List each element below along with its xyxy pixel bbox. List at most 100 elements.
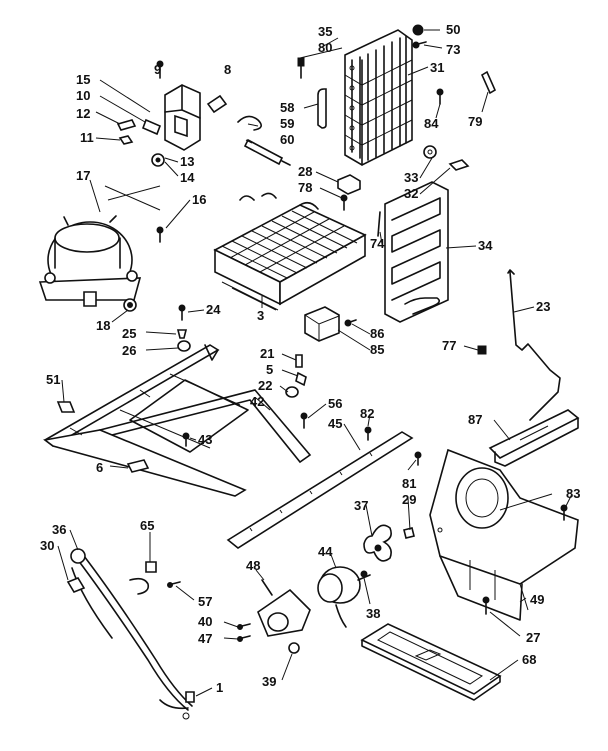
label-5: 5 bbox=[266, 362, 273, 377]
screw-24 bbox=[178, 304, 186, 321]
label-9: 9 bbox=[154, 62, 161, 77]
part-85 bbox=[304, 306, 340, 342]
screw-81 bbox=[414, 451, 422, 466]
fan-motor-44 bbox=[317, 566, 371, 628]
label-49: 49 bbox=[530, 592, 544, 607]
label-6: 6 bbox=[96, 460, 103, 475]
label-26: 26 bbox=[122, 343, 136, 358]
label-36: 36 bbox=[52, 522, 66, 537]
part-10 bbox=[141, 118, 162, 136]
clip-8 bbox=[206, 94, 228, 114]
bracket-58 bbox=[317, 88, 327, 129]
label-40: 40 bbox=[198, 614, 212, 629]
label-60: 60 bbox=[280, 132, 294, 147]
part-14 bbox=[151, 153, 165, 167]
label-16: 16 bbox=[192, 192, 206, 207]
label-84: 84 bbox=[424, 116, 439, 131]
fan-bracket bbox=[429, 448, 579, 621]
relay-assembly bbox=[156, 60, 201, 151]
drier-60 bbox=[237, 115, 291, 166]
label-68: 68 bbox=[522, 652, 536, 667]
label-12: 12 bbox=[76, 106, 90, 121]
part-6 bbox=[126, 459, 150, 473]
screw-78 bbox=[340, 194, 348, 211]
clip-77 bbox=[477, 345, 487, 355]
screw-86 bbox=[344, 319, 357, 327]
part-25 bbox=[176, 329, 188, 339]
label-77: 77 bbox=[442, 338, 456, 353]
label-79: 79 bbox=[468, 114, 482, 129]
label-8: 8 bbox=[224, 62, 231, 77]
label-11: 11 bbox=[80, 130, 94, 145]
label-42: 42 bbox=[250, 394, 264, 409]
label-81: 81 bbox=[402, 476, 416, 491]
label-21: 21 bbox=[260, 346, 274, 361]
label-37: 37 bbox=[354, 498, 368, 513]
label-24: 24 bbox=[206, 302, 221, 317]
compressor bbox=[38, 215, 142, 307]
screw-73 bbox=[412, 41, 427, 49]
label-57: 57 bbox=[198, 594, 212, 609]
screw-43 bbox=[182, 432, 190, 447]
label-43: 43 bbox=[198, 432, 212, 447]
drip-tray-68 bbox=[360, 623, 502, 701]
label-80: 80 bbox=[318, 40, 332, 55]
part-21 bbox=[295, 354, 303, 368]
label-32: 32 bbox=[404, 186, 418, 201]
label-59: 59 bbox=[280, 116, 294, 131]
label-15: 15 bbox=[76, 72, 90, 87]
label-13: 13 bbox=[180, 154, 194, 169]
screw-47 bbox=[237, 635, 251, 642]
label-35: 35 bbox=[318, 24, 332, 39]
tube-79 bbox=[480, 70, 497, 95]
label-86: 86 bbox=[370, 326, 384, 341]
label-30: 30 bbox=[40, 538, 54, 553]
clip-51 bbox=[56, 401, 76, 413]
part-22 bbox=[285, 386, 299, 398]
label-82: 82 bbox=[360, 406, 374, 421]
label-23: 23 bbox=[536, 299, 550, 314]
label-56: 56 bbox=[328, 396, 342, 411]
label-50: 50 bbox=[446, 22, 460, 37]
label-73: 73 bbox=[446, 42, 460, 57]
part-38 bbox=[360, 570, 368, 578]
label-27: 27 bbox=[526, 630, 540, 645]
label-44: 44 bbox=[318, 544, 333, 559]
screw-35 bbox=[297, 57, 305, 79]
clip-32 bbox=[448, 159, 470, 171]
label-87: 87 bbox=[468, 412, 482, 427]
label-31: 31 bbox=[430, 60, 444, 75]
screw-27 bbox=[482, 596, 490, 615]
part-28 bbox=[337, 174, 361, 195]
grommet-18 bbox=[123, 298, 137, 312]
screw-40 bbox=[237, 623, 251, 630]
drain-pan-87 bbox=[488, 409, 580, 467]
label-38: 38 bbox=[366, 606, 380, 621]
label-14: 14 bbox=[180, 170, 195, 185]
grommet-26 bbox=[177, 340, 191, 352]
label-83: 83 bbox=[566, 486, 580, 501]
condenser bbox=[344, 29, 413, 166]
grommet-50 bbox=[412, 24, 424, 36]
wire-harness bbox=[66, 548, 195, 720]
label-29: 29 bbox=[402, 492, 416, 507]
label-3: 3 bbox=[257, 308, 264, 323]
label-33: 33 bbox=[404, 170, 418, 185]
label-48: 48 bbox=[246, 558, 260, 573]
part-11 bbox=[118, 135, 134, 145]
label-65: 65 bbox=[140, 518, 154, 533]
label-22: 22 bbox=[258, 378, 272, 393]
label-74: 74 bbox=[370, 236, 385, 251]
grommet-39 bbox=[288, 642, 300, 654]
capacitor-12 bbox=[116, 119, 137, 131]
evaporator bbox=[213, 192, 367, 311]
part-29 bbox=[403, 527, 415, 539]
label-47: 47 bbox=[198, 631, 212, 646]
screw-84 bbox=[436, 88, 444, 105]
part-labels: 35 80 50 73 9 8 15 10 12 11 13 14 58 59 … bbox=[40, 22, 580, 695]
part-5 bbox=[295, 371, 307, 387]
label-25: 25 bbox=[122, 326, 136, 341]
label-58: 58 bbox=[280, 100, 294, 115]
drain-tube-23 bbox=[507, 269, 561, 421]
